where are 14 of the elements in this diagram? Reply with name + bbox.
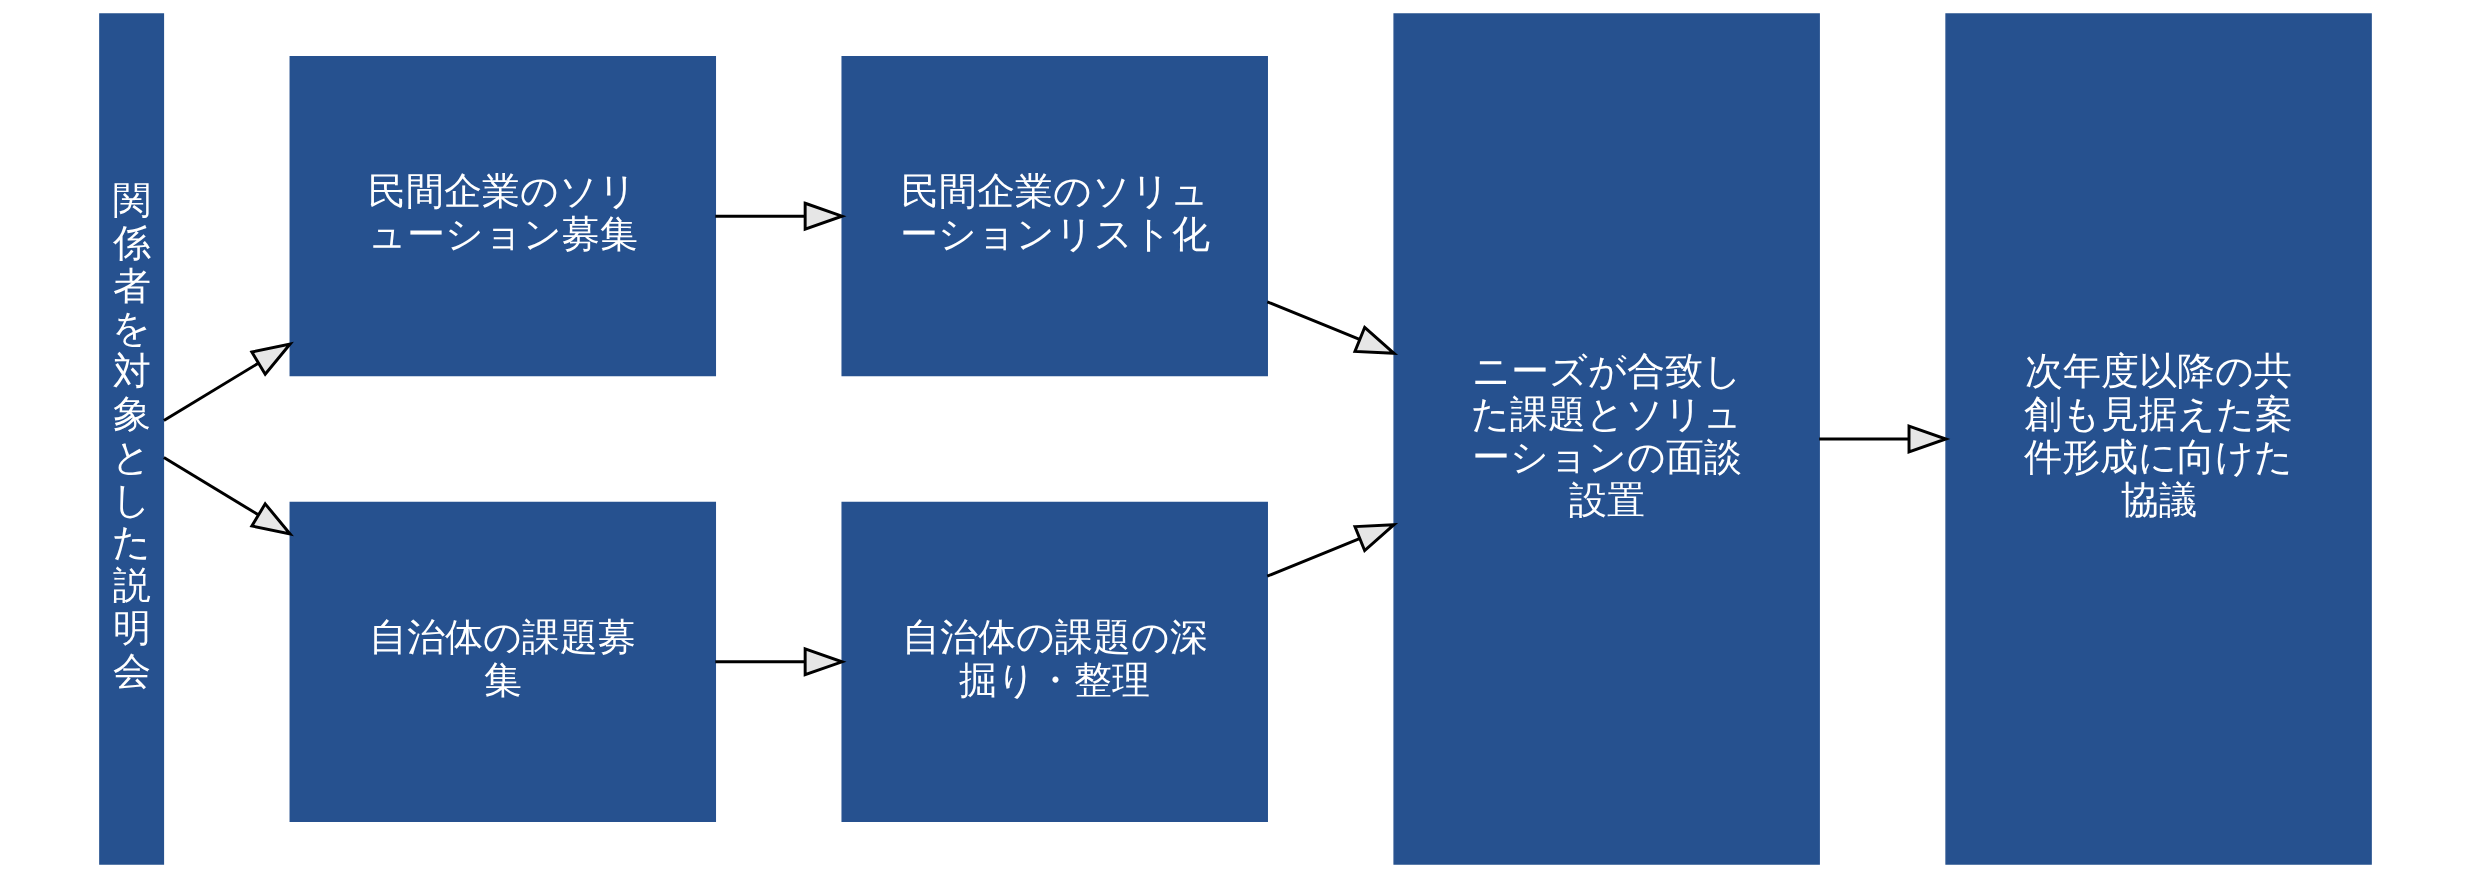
arrow [162,456,294,537]
node-box: 自治体の課題募集 [289,501,716,822]
node-box: ニーズが合致した課題とソリューションの面談設置 [1392,13,1820,865]
arrow [714,646,846,677]
arrow [162,341,294,422]
arrow [1266,300,1398,355]
arrow [1818,424,1950,454]
node-box: 民間企業のソリューション募集 [289,56,716,377]
node-box: 関係者を対象とした説明会 [98,13,164,865]
node-box: 自治体の課題の深掘り・整理 [840,501,1268,822]
node-box: 民間企業のソリューションリスト化 [840,56,1268,377]
arrow [714,201,846,232]
arrow [1266,523,1398,578]
node-box: 次年度以降の共創も見据えた案件形成に向けた協議 [1944,13,2372,865]
